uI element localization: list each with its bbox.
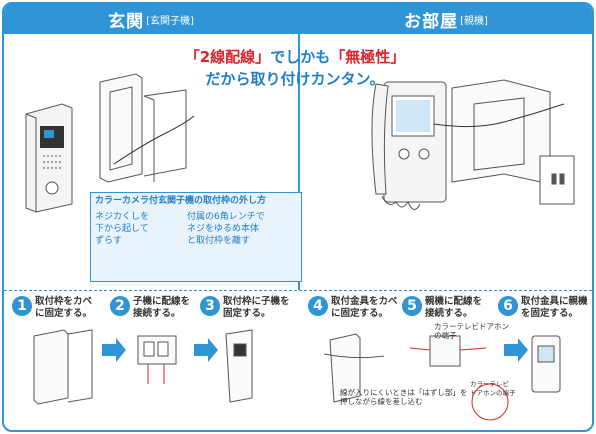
step-6: 6 取付金具に親機を固定する。 — [498, 296, 588, 320]
frame-removal-callout: カラーカメラ付玄関子機の取付枠の外し方 ネジカくしを 下から起して ずらす 付属… — [90, 192, 302, 282]
illustrations — [25, 73, 575, 421]
step-text: 取付枠をカベ — [35, 296, 93, 307]
headline-nonpolar: 「無極性」 — [330, 48, 406, 66]
headline-2wire: 「2線配線」 — [184, 48, 271, 66]
headline-mid: でしかも — [270, 48, 331, 66]
header-entrance-sub: [玄関子機] — [146, 15, 194, 27]
step-text: 接続する。 — [133, 308, 181, 319]
callout-right-text: 付属の6角レンチで ネジをゆるめ本体 と取付枠を離す — [187, 211, 265, 247]
header-entrance-title: 玄関 — [108, 11, 145, 32]
callout-left-line: ずらす — [95, 236, 122, 246]
callout-right-line: 付属の6角レンチで — [187, 212, 265, 222]
vertical-divider — [298, 4, 300, 290]
callout-left-line: 下から起して — [95, 224, 149, 234]
step-number: 1 — [12, 296, 32, 316]
wall-bracket-illustration — [433, 79, 575, 205]
step-text: 親機に配線を — [425, 296, 483, 307]
step-text: 取付枠に子機を — [223, 296, 290, 307]
monitor-illustration — [371, 81, 447, 210]
step-sketches — [33, 329, 561, 421]
step-text: に固定する。 — [35, 308, 93, 319]
step-number: 2 — [110, 296, 130, 316]
callout-left-text: ネジカくしを 下から起して ずらす — [95, 211, 149, 247]
step-number: 3 — [200, 296, 220, 316]
step-3: 3 取付枠に子機を固定する。 — [200, 296, 290, 320]
callout-left-line: ネジカくしを — [95, 212, 150, 222]
headline: 「2線配線」でしかも「無極性」 だから取り付けカンタン。 — [180, 46, 410, 90]
mounting-frame-illustration — [99, 73, 195, 183]
step-number: 5 — [402, 296, 422, 316]
step-text: 子機に配線を — [133, 296, 191, 307]
step-text: を固定する。 — [521, 308, 579, 319]
terminal-label-2: カラーテレビ ドアホンの端子 — [470, 380, 516, 397]
header-room-sub: [親機] — [460, 15, 488, 27]
step-4: 4 取付金具をカベに固定する。 — [308, 296, 398, 320]
headline-line2: だから取り付けカンタン。 — [205, 70, 385, 88]
callout-right-line: ネジをゆるめ本体 — [187, 224, 260, 234]
step-1: 1 取付枠をカベに固定する。 — [12, 296, 92, 320]
step-number: 6 — [498, 296, 518, 316]
step-2: 2 子機に配線を接続する。 — [110, 296, 190, 320]
callout-right-line: と取付枠を離す — [187, 236, 251, 246]
header-entrance: 玄関 [玄関子機] — [4, 4, 298, 34]
step-arrows — [102, 338, 528, 362]
step-text: に固定する。 — [331, 308, 389, 319]
step-text: 固定する。 — [223, 308, 271, 319]
door-station-illustration — [25, 103, 73, 213]
step-text: 取付金具をカベ — [331, 296, 398, 307]
step-text: 取付金具に親機 — [521, 296, 588, 307]
header-room: お部屋 [親機] — [300, 4, 592, 34]
insertion-note: 線が入りにくいときは「はずし部」を 押しながら線を差し込む — [340, 388, 468, 406]
callout-title: カラーカメラ付玄関子機の取付枠の外し方 — [95, 196, 267, 206]
horizontal-divider — [4, 290, 592, 291]
step-5: 5 親機に配線を接続する。 — [402, 296, 482, 320]
step-number: 4 — [308, 296, 328, 316]
step-text: 接続する。 — [425, 308, 473, 319]
header-room-title: お部屋 — [404, 11, 459, 32]
terminal-label: カラーテレビドアホン の端子 — [434, 322, 509, 340]
